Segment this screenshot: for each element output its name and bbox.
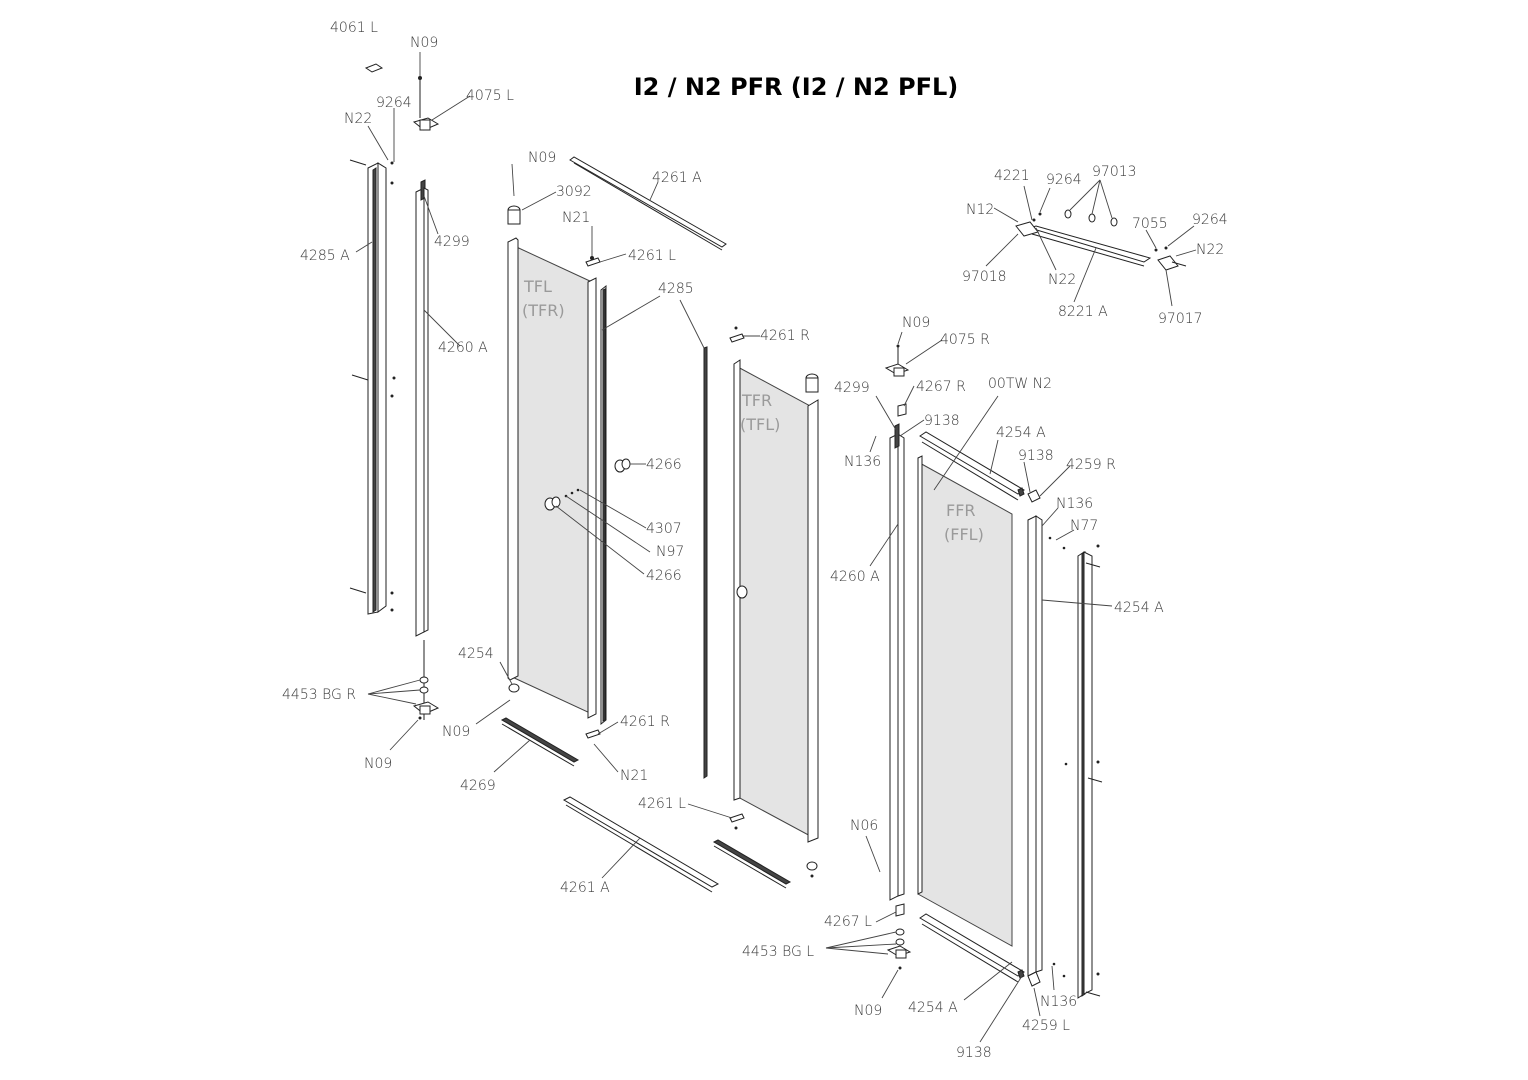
profile-4254a-side xyxy=(1027,515,1043,977)
part-label: 4075 R xyxy=(940,332,990,348)
part-label: 4261 L xyxy=(628,248,676,264)
hinge-top-left xyxy=(364,63,440,131)
part-label: 4267 R xyxy=(916,379,966,395)
part-label: N77 xyxy=(1070,518,1098,534)
panel-label-tfl-alt: (TFR) xyxy=(522,301,565,320)
part-label: N22 xyxy=(1196,242,1224,258)
profile-4260a-left xyxy=(415,179,429,637)
part-label: 4260 A xyxy=(438,340,488,356)
part-label: 4221 xyxy=(994,168,1030,184)
part-label: N22 xyxy=(344,111,372,127)
seal-4285 xyxy=(703,346,708,779)
panel-label-tfr-alt: (TFL) xyxy=(740,415,780,434)
rail-4261a-bottom xyxy=(562,796,720,893)
seal-tfr-bottom xyxy=(712,839,792,889)
part-label: 7055 xyxy=(1132,216,1168,232)
wall-profile-4285a xyxy=(367,162,387,615)
part-label: N09 xyxy=(528,150,556,166)
part-label: 4307 xyxy=(646,521,682,537)
part-labels: 4061 L N09 4075 L 9264 N22 4285 A 4299 4… xyxy=(282,20,1228,1061)
part-label: 4285 A xyxy=(300,248,350,264)
part-label: 4254 A xyxy=(996,425,1046,441)
part-label: N09 xyxy=(410,35,438,51)
part-label: 97018 xyxy=(962,269,1007,285)
part-label: N21 xyxy=(620,768,648,784)
panel-labels: TFL (TFR) TFR (TFL) FFR (FFL) xyxy=(522,277,984,544)
part-label: N97 xyxy=(656,544,684,560)
part-label: 9264 xyxy=(376,95,412,111)
profile-4254a-bottom xyxy=(919,913,1025,983)
part-label: 8221 A xyxy=(1058,304,1108,320)
part-label: 97017 xyxy=(1158,311,1203,327)
part-label: 4266 xyxy=(646,457,682,473)
part-label: N21 xyxy=(562,210,590,226)
part-label: 4261 L xyxy=(638,796,686,812)
part-label: 3092 xyxy=(556,184,592,200)
part-label: 4259 L xyxy=(1022,1018,1070,1034)
door-panel-tfl xyxy=(507,205,607,739)
stabilizer-bar-8221a xyxy=(1015,209,1187,271)
part-label: 4299 xyxy=(834,380,870,396)
part-label: 00TW N2 xyxy=(988,376,1052,392)
wall-screws-left xyxy=(349,159,396,612)
part-label: 4061 L xyxy=(330,20,378,36)
part-label: 4453 BG R xyxy=(282,687,356,703)
leader-lines xyxy=(355,52,1197,1043)
part-label: N09 xyxy=(902,315,930,331)
part-label: N22 xyxy=(1048,272,1076,288)
part-label: 4261 A xyxy=(652,170,702,186)
panel-label-tfl: TFL xyxy=(523,277,552,296)
part-label: 9138 xyxy=(924,413,960,429)
handle-4266-a xyxy=(544,458,631,511)
part-label: 4254 A xyxy=(908,1000,958,1016)
part-label: 4269 xyxy=(460,778,496,794)
part-label: N09 xyxy=(364,756,392,772)
seal-4269 xyxy=(500,717,580,767)
part-label: 4254 A xyxy=(1114,600,1164,616)
hinge-bottom-right xyxy=(886,903,912,970)
hinge-top-right xyxy=(884,344,910,417)
fixed-panel-ffr xyxy=(917,455,1013,947)
part-label: 97013 xyxy=(1092,164,1137,180)
part-label: 4453 BG L xyxy=(742,944,814,960)
part-label: 4266 xyxy=(646,568,682,584)
part-label: 4259 R xyxy=(1066,457,1116,473)
part-label: 4261 R xyxy=(760,328,810,344)
panel-label-tfr: TFR xyxy=(741,391,772,410)
hinge-bottom-left xyxy=(412,640,440,720)
part-label: 4267 L xyxy=(824,914,872,930)
part-label: N09 xyxy=(854,1003,882,1019)
wall-profile-right xyxy=(1062,544,1103,999)
part-label: 9138 xyxy=(956,1045,992,1061)
part-label: 4299 xyxy=(434,234,470,250)
part-label: N136 xyxy=(844,454,881,470)
part-label: 4261 A xyxy=(560,880,610,896)
part-label: 4261 R xyxy=(620,714,670,730)
part-label: 9264 xyxy=(1046,172,1082,188)
part-label: N12 xyxy=(966,202,994,218)
connectors-right xyxy=(1017,487,1056,987)
part-label: N09 xyxy=(442,724,470,740)
part-label: N136 xyxy=(1056,496,1093,512)
part-label: 4260 A xyxy=(830,569,880,585)
part-label: 4254 xyxy=(458,646,494,662)
door-panel-tfr xyxy=(729,326,819,878)
part-label: N136 xyxy=(1040,994,1077,1010)
rail-4261a-top xyxy=(569,156,727,251)
panel-label-ffr: FFR xyxy=(946,501,976,520)
profile-4260a-right xyxy=(889,423,905,901)
panel-label-ffr-alt: (FFL) xyxy=(944,525,984,544)
profile-4254a-top xyxy=(919,431,1025,501)
part-label: 9264 xyxy=(1192,212,1228,228)
part-label: N06 xyxy=(850,818,878,834)
part-label: 9138 xyxy=(1018,448,1054,464)
part-label: 4075 L xyxy=(466,88,514,104)
part-label: 4285 xyxy=(658,281,694,297)
diagram-title: I2 / N2 PFR (I2 / N2 PFL) xyxy=(634,73,959,101)
